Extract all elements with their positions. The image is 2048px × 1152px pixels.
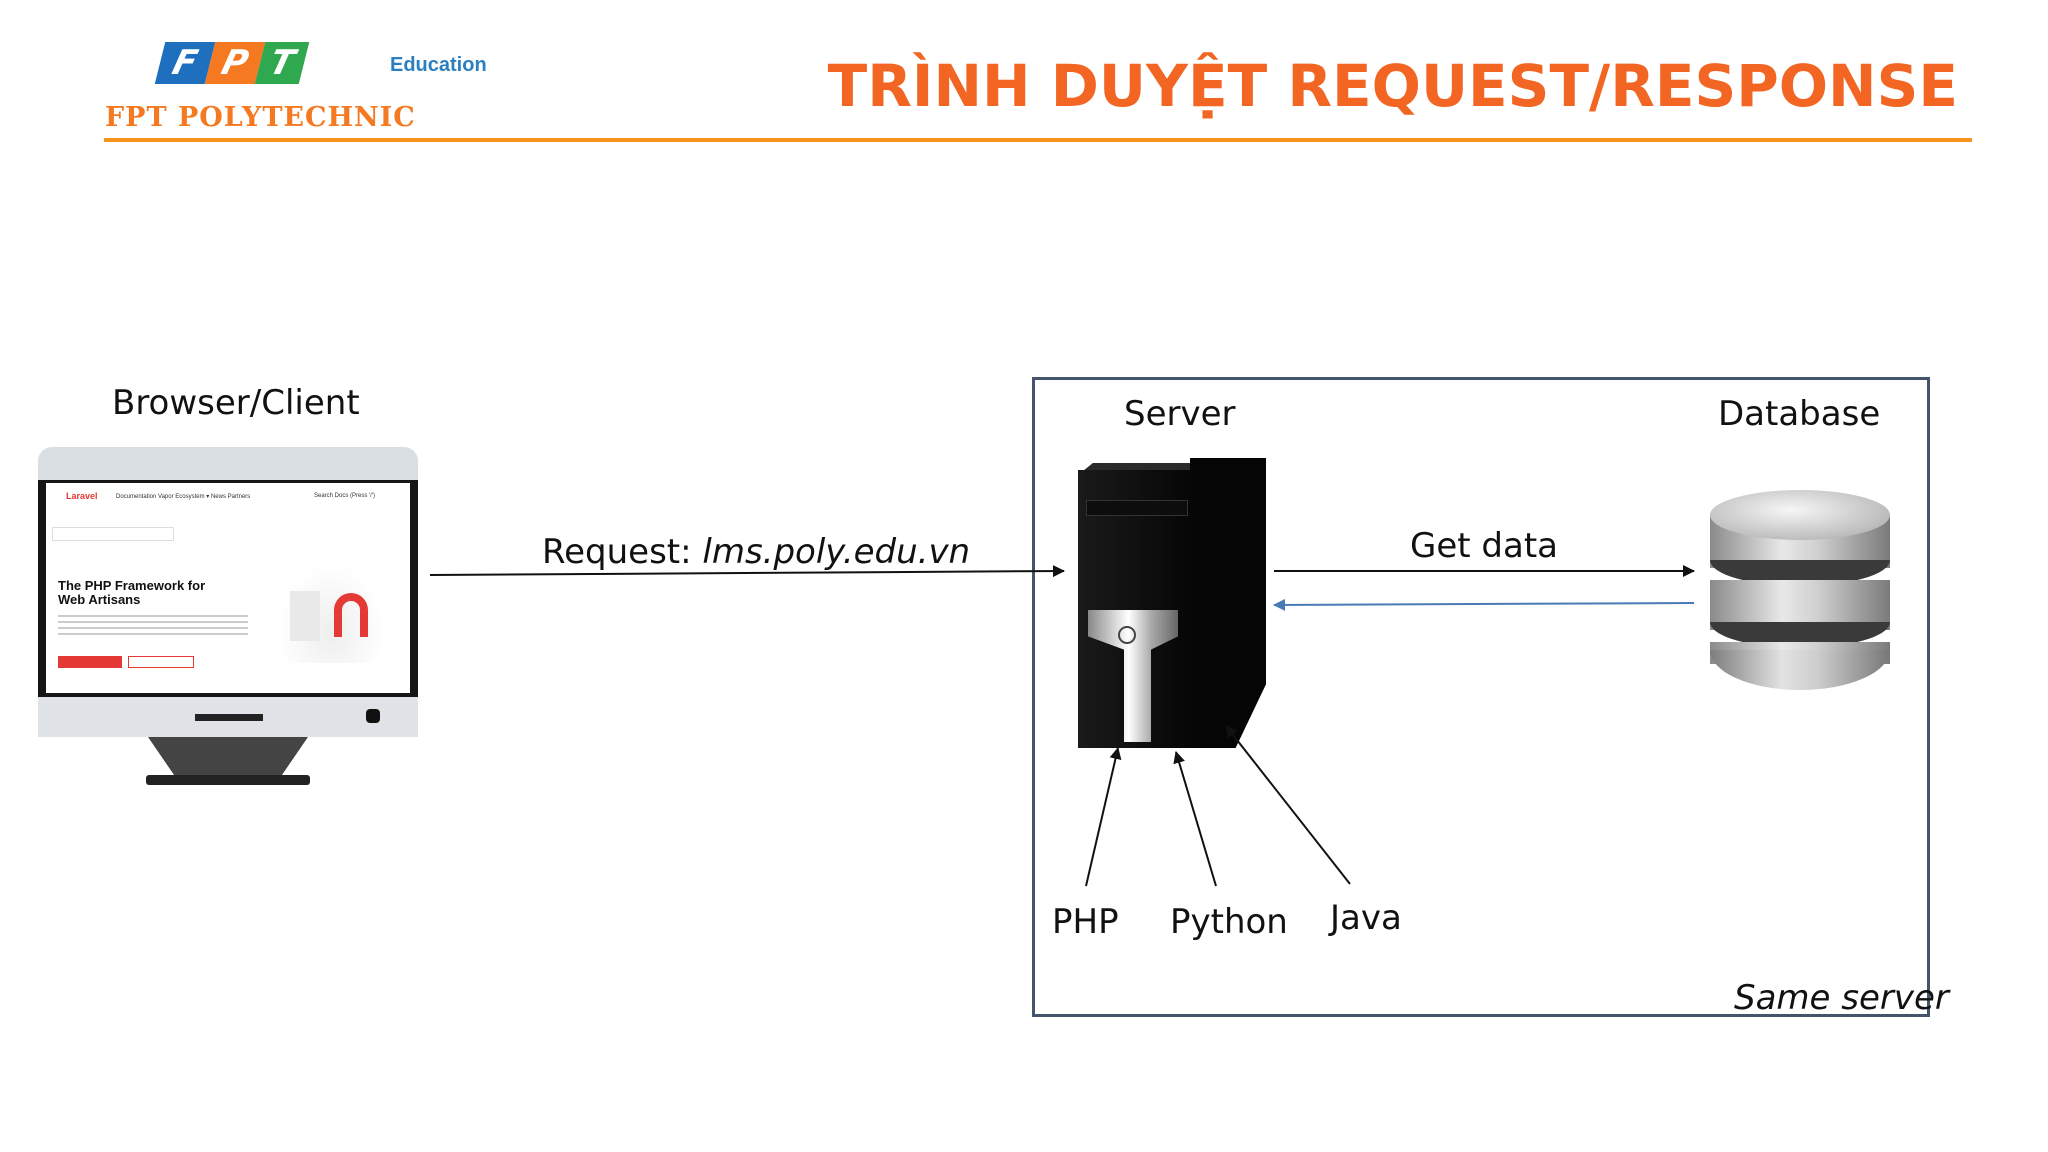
- same-server-label: Same server: [1734, 978, 1949, 1018]
- site-hero-line1: The PHP Framework for: [58, 578, 206, 593]
- db-top: [1710, 490, 1890, 540]
- client-label: Browser/Client: [112, 383, 360, 423]
- language-php: PHP: [1052, 902, 1119, 942]
- server-power-icon: [1118, 626, 1136, 644]
- request-arrow: [429, 565, 1065, 578]
- same-server-box: [1032, 377, 1930, 1017]
- response-arrow: [1273, 598, 1695, 611]
- site-hero-illustration: [276, 563, 386, 663]
- laravel-block-shape: [290, 591, 320, 641]
- database-label: Database: [1718, 394, 1881, 434]
- site-primary-button: [58, 656, 122, 668]
- request-prefix: Request:: [542, 532, 703, 572]
- server-tower-side: [1190, 458, 1266, 748]
- monitor-power-button: [366, 709, 380, 723]
- language-python: Python: [1170, 902, 1288, 942]
- site-secondary-button: [128, 656, 194, 668]
- website-screenshot: Laravel Documentation Vapor Ecosystem ▾ …: [46, 483, 410, 693]
- slide-title: TRÌNH DUYỆT REQUEST/RESPONSE: [827, 52, 1958, 120]
- request-url: lms.poly.edu.vn: [702, 532, 971, 572]
- site-nav: Documentation Vapor Ecosystem ▾ News Par…: [116, 494, 251, 500]
- java-arrow: [1225, 725, 1351, 885]
- laravel-arch-shape: [334, 593, 368, 637]
- logo-education-text: Education: [390, 54, 487, 76]
- server-label: Server: [1124, 394, 1236, 434]
- python-arrow: [1173, 751, 1217, 887]
- monitor-stand: [148, 737, 308, 779]
- request-label: Request: lms.poly.edu.vn: [542, 532, 970, 572]
- title-underline: [104, 138, 1972, 142]
- site-hero-line2: Web Artisans: [58, 592, 141, 607]
- site-banner: [52, 527, 174, 541]
- site-hero-paragraph: [58, 615, 248, 637]
- site-logo: Laravel: [66, 491, 98, 501]
- monitor-slot: [195, 714, 263, 721]
- server-drive-bay: [1086, 500, 1188, 516]
- database-icon: [1710, 490, 1890, 700]
- db-layer-2: [1710, 580, 1890, 630]
- language-java: Java: [1330, 898, 1402, 938]
- logo-polytechnic-text: FPT POLYTECHNIC: [105, 102, 416, 133]
- site-search: Search Docs (Press '/'): [314, 493, 375, 499]
- site-hero-title: The PHP Framework for Web Artisans: [58, 579, 205, 607]
- get-data-label: Get data: [1410, 526, 1558, 566]
- fpt-education-logo: F P T Education FPT POLYTECHNIC: [100, 30, 487, 140]
- php-arrow: [1085, 747, 1122, 887]
- monitor-base: [146, 775, 310, 785]
